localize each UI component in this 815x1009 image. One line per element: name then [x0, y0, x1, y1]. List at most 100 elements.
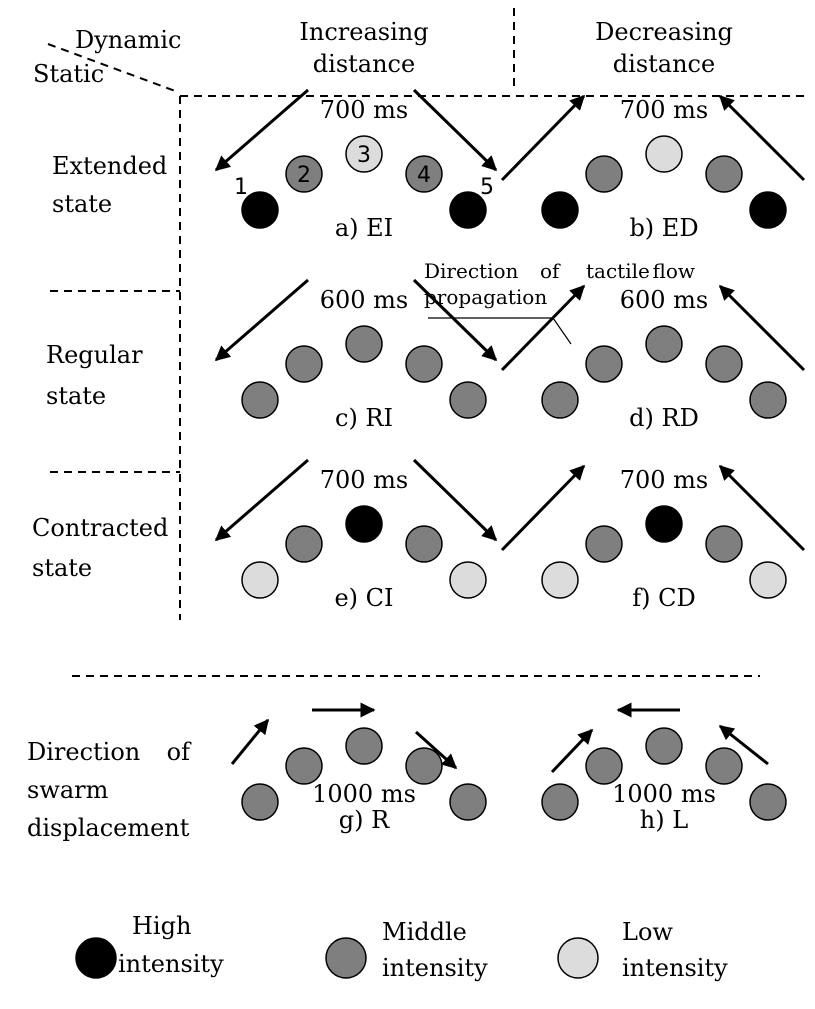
panel-caption: c) RI: [335, 404, 393, 432]
flow-arrow: [718, 94, 806, 182]
row-label-swarm-word1: Direction: [27, 738, 140, 766]
actuator-number: 1: [234, 175, 248, 200]
actuator-3-low: [345, 135, 383, 173]
legend-swatch: [557, 937, 599, 979]
actuator-4-middle: [405, 747, 443, 785]
row-label-swarm-word3: swarm: [27, 776, 109, 804]
flow-arrow: [214, 88, 309, 172]
flow-arrow: [500, 464, 586, 552]
panel-h: 1000 msh) L: [541, 702, 787, 834]
actuator-1-middle: [541, 783, 579, 821]
flow-arrow: [550, 728, 594, 774]
row-label-swarm-word2: of: [167, 738, 192, 766]
panel-caption: a) EI: [335, 214, 393, 242]
legend-swatch: [75, 937, 117, 979]
actuator-5-middle: [449, 381, 487, 419]
duration-label: 700 ms: [320, 96, 409, 124]
legend-label-line1: Middle: [382, 918, 467, 946]
actuator-5-high: [749, 191, 787, 229]
flow-arrow: [500, 284, 586, 372]
corner-diagonal: [47, 43, 179, 93]
actuator-5-high: [449, 191, 487, 229]
header-increasing-line1: Increasing: [299, 18, 428, 46]
flow-arrow: [412, 278, 498, 362]
duration-label: 700 ms: [320, 466, 409, 494]
legend-label-line2: intensity: [382, 954, 488, 982]
actuator-5-middle: [449, 783, 487, 821]
flow-arrow: [718, 724, 769, 766]
actuator-4-middle: [405, 345, 443, 383]
legend: High intensity Middle intensity Low intensity: [75, 912, 728, 982]
legend-label-line1: Low: [622, 918, 673, 946]
flow-arrow: [412, 458, 498, 542]
panel-caption: e) CI: [334, 584, 393, 612]
duration-label: 1000 ms: [312, 780, 416, 808]
actuator-1-high: [541, 191, 579, 229]
annotation-word4: flow: [653, 259, 696, 283]
actuator-5-middle: [749, 783, 787, 821]
legend-label-line2: intensity: [118, 950, 224, 978]
flow-arrow: [412, 88, 498, 172]
duration-label: 600 ms: [320, 286, 409, 314]
flow-arrow: [214, 278, 309, 362]
actuator-2-middle: [585, 155, 623, 193]
actuator-4-middle: [405, 155, 443, 193]
actuator-4-middle: [405, 525, 443, 563]
legend-item-high: High intensity: [75, 912, 224, 979]
actuator-5-middle: [749, 381, 787, 419]
panel-e: 700 ms e) CI: [214, 458, 498, 612]
actuator-2-middle: [285, 747, 323, 785]
duration-label: 600 ms: [620, 286, 709, 314]
actuator-4-middle: [705, 155, 743, 193]
flow-arrow: [500, 94, 586, 182]
flow-arrow: [230, 718, 270, 765]
legend-label-line1: High: [132, 912, 191, 940]
actuator-2-middle: [285, 525, 323, 563]
legend-swatch: [325, 937, 367, 979]
actuator-4-middle: [705, 345, 743, 383]
actuator-1-middle: [541, 381, 579, 419]
header-static: Static: [33, 60, 104, 88]
row-label-contracted-line2: state: [32, 554, 92, 582]
panel-caption: f) CD: [632, 584, 695, 612]
legend-item-low: Low intensity: [557, 918, 728, 982]
actuator-number: 2: [297, 163, 311, 188]
actuator-1-middle: [241, 783, 279, 821]
panel-caption: b) ED: [629, 214, 698, 242]
row-label-extended-line2: state: [52, 190, 112, 218]
flow-arrow: [718, 284, 806, 372]
actuator-3-high: [345, 505, 383, 543]
actuator-2-middle: [585, 747, 623, 785]
panel-caption: g) R: [339, 806, 390, 834]
panel-g: 1000 msg) R: [230, 702, 487, 834]
grid-lines: [47, 8, 810, 677]
header-decreasing-line1: Decreasing: [595, 18, 733, 46]
actuator-3-middle: [345, 727, 383, 765]
actuator-3-middle: [645, 727, 683, 765]
annotation-word3: tactile: [586, 259, 650, 283]
annotation-word2: of: [540, 259, 561, 283]
row-label-swarm-word4: displacement: [27, 814, 190, 842]
actuator-1-high: [241, 191, 279, 229]
panel-caption: d) RD: [629, 404, 699, 432]
duration-label: 700 ms: [620, 96, 709, 124]
actuator-3-middle: [645, 325, 683, 363]
actuator-1-low: [241, 561, 279, 599]
actuator-5-low: [749, 561, 787, 599]
panel-d: 600 ms d) RD: [500, 284, 806, 432]
panel-c: 600 ms c) RI: [214, 278, 498, 432]
legend-label-line2: intensity: [622, 954, 728, 982]
actuator-number: 3: [357, 143, 371, 168]
flow-arrow: [414, 730, 458, 770]
duration-label: 700 ms: [620, 466, 709, 494]
panel-f: 700 ms f) CD: [500, 464, 806, 612]
row-label-regular-line2: state: [46, 382, 106, 410]
actuator-4-middle: [705, 525, 743, 563]
annotation-line2: propagation: [424, 285, 547, 309]
actuator-3-low: [645, 135, 683, 173]
duration-label: 1000 ms: [612, 780, 716, 808]
actuator-number: 5: [480, 175, 494, 200]
